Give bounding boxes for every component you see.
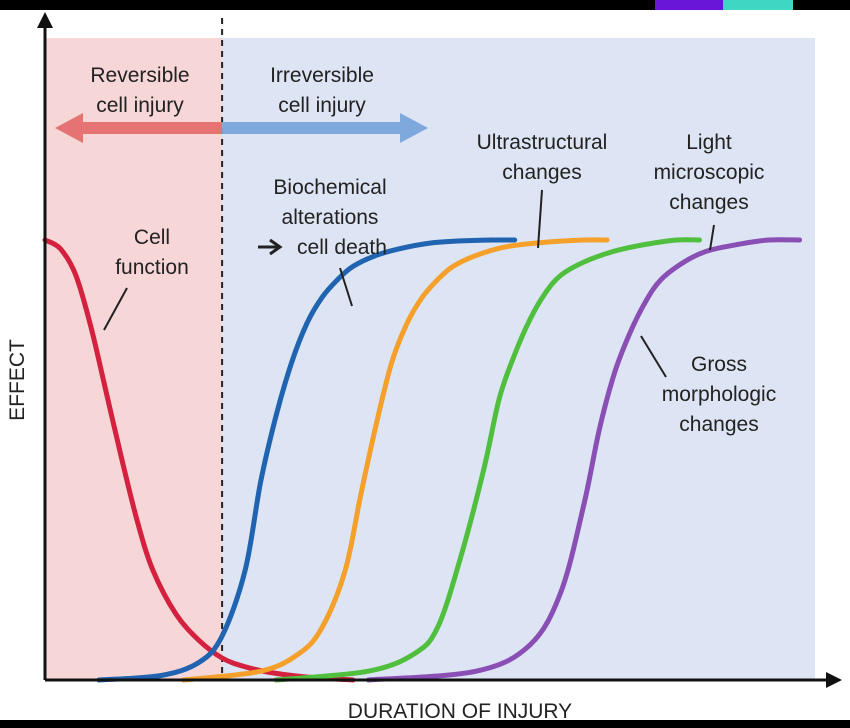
region-labels: Reversible cell injury Irreversible cell in… <box>90 64 374 117</box>
leader-line-light <box>709 224 715 251</box>
series-line-gross <box>365 237 803 683</box>
series-label-light: Light <box>686 131 732 154</box>
region-label-line: cell injury <box>278 94 366 117</box>
y-axis-arrowhead-icon <box>37 12 53 28</box>
x-axis-arrowhead-icon <box>826 672 842 688</box>
leader-line-ultrastructural <box>537 189 543 249</box>
series-label-light: microscopic <box>654 161 765 184</box>
leader-line-cell <box>103 287 128 331</box>
axes <box>37 12 842 688</box>
series-label-biochemical: cell death <box>297 236 387 259</box>
duration-of-injury-chart: Reversible cell injury Irreversible cell in… <box>0 10 850 720</box>
leader-line-biochemical <box>339 267 353 307</box>
series-label-ultrastructural: changes <box>502 161 581 184</box>
y-axis-label: EFFECT <box>6 339 29 421</box>
region-arrow-left <box>55 113 223 143</box>
series-line-light <box>273 237 702 683</box>
region-arrow-right <box>222 113 428 143</box>
series-label-light: changes <box>669 191 748 214</box>
series-line-biochemical <box>96 237 518 683</box>
series-label-biochemical: Biochemical <box>273 176 386 199</box>
top-strip-purple <box>655 0 723 10</box>
series-label-biochemical: alterations <box>282 206 379 229</box>
region-layer <box>45 38 816 680</box>
leader-line-gross <box>640 335 667 378</box>
region-reversible-cell-injury <box>45 38 223 680</box>
region-irreversible-cell-injury <box>222 38 816 680</box>
series-label-cell: function <box>115 256 189 279</box>
region-arrows <box>55 113 428 143</box>
series-label-gross: morphologic <box>662 383 776 406</box>
series-label-ultrastructural: Ultrastructural <box>477 131 608 154</box>
region-label-line: Reversible <box>90 64 189 87</box>
series-labels: Cell function Biochemical alterations cell d… <box>103 131 776 436</box>
series-label-cell: Cell <box>134 226 170 249</box>
right-arrow-icon <box>258 238 283 256</box>
series-line-ultrastructural <box>181 237 610 683</box>
region-label-line: Irreversible <box>270 64 374 87</box>
region-label-line: cell injury <box>96 94 184 117</box>
series-label-gross: Gross <box>691 353 747 376</box>
series-label-gross: changes <box>679 413 758 436</box>
curve-layer <box>42 237 803 683</box>
top-strip-teal <box>723 0 793 10</box>
x-axis-label: DURATION OF INJURY <box>348 700 572 720</box>
